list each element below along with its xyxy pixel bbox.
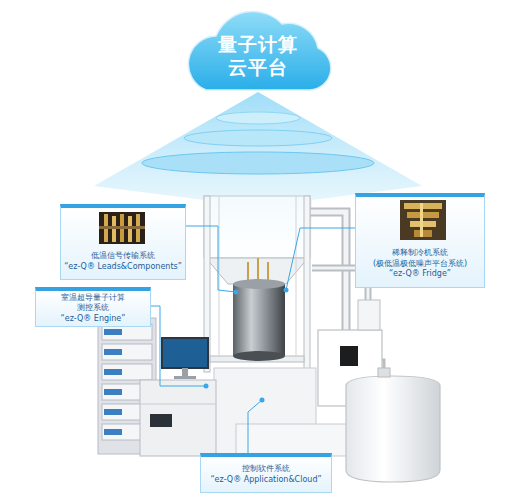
fridge-frame — [204, 196, 310, 372]
system-box: 室温超导量子计算 测控系统“ez-Q® Engine” — [35, 287, 151, 327]
product-name: “ez-Q® Leads&Components” — [64, 262, 182, 272]
control-cabinet — [140, 380, 216, 456]
product-name: “ez-Q® Fridge” — [389, 269, 451, 279]
beam-ring — [184, 130, 332, 146]
cloud-node: 量子计算 云平台 — [178, 2, 338, 97]
node-title: 低温信号传输系统 — [91, 251, 155, 261]
cloud-outline — [188, 11, 331, 90]
gas-tank — [346, 368, 440, 482]
product-name: “ez-Q® Application&Cloud” — [210, 475, 321, 485]
node-title: 控制软件系统 — [242, 464, 290, 474]
table — [236, 424, 348, 456]
system-box: 稀释制冷机系统 (极低温极低噪声平台系统)“ez-Q® Fridge” — [355, 193, 485, 288]
beam-ring — [142, 152, 374, 174]
fridge-photo — [400, 200, 446, 240]
system-box: 控制软件系统“ez-Q® Application&Cloud” — [200, 453, 332, 493]
beam-ring — [216, 112, 300, 124]
cryostat-cylinder — [233, 258, 285, 361]
node-title: 量子计算 云平台 — [208, 33, 308, 79]
node-title: 室温超导量子计算 测控系统 — [53, 293, 133, 314]
product-name: “ez-Q® Engine” — [61, 314, 126, 324]
node-title: 稀释制冷机系统 (极低温极低噪声平台系统) — [370, 248, 470, 269]
leader-dot — [204, 288, 289, 403]
system-box: 低温信号传输系统“ez-Q® Leads&Components” — [60, 204, 186, 280]
monitor — [162, 338, 208, 379]
leads-photo — [99, 212, 145, 244]
